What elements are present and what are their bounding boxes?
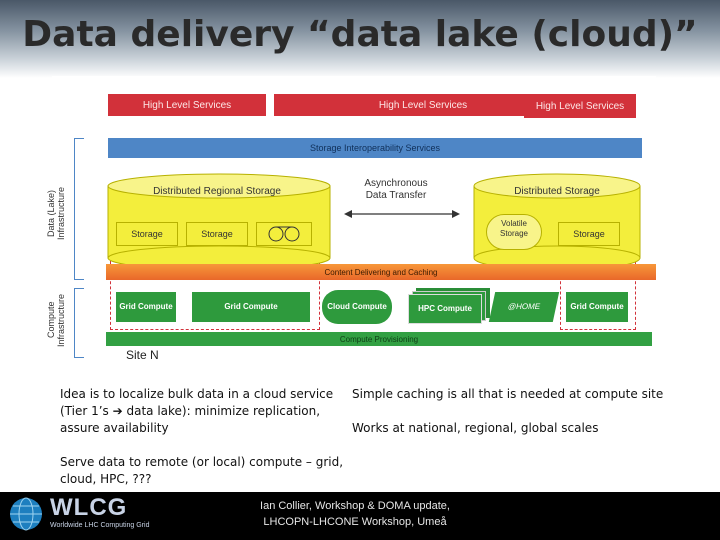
at-home-box: @HOME: [488, 292, 560, 322]
high-level-services-2: High Level Services: [274, 94, 572, 116]
compute-bracket: [74, 288, 84, 358]
distributed-storage-label: Distributed Storage: [514, 186, 600, 197]
grid-compute-box-2: Grid Compute: [192, 292, 310, 322]
async-data-transfer-label: Asynchronous Data Transfer: [364, 178, 428, 201]
footer-bar: [0, 492, 720, 540]
content-delivering-bar: Content Delivering and Caching: [106, 264, 656, 280]
data-lake-infrastructure-label: Data (Lake) Infrastructure: [46, 186, 66, 240]
data-lake-diagram: High Level Services High Level Services …: [46, 76, 656, 366]
storage-box-right: Storage: [558, 222, 620, 246]
wlcg-globe-icon: [10, 497, 42, 531]
high-level-services-1: High Level Services: [108, 94, 266, 116]
high-level-services-3: High Level Services: [524, 94, 636, 118]
site-n-label: Site N: [126, 348, 159, 362]
footer-credit: Ian Collier, Workshop & DOMA update, LHC…: [250, 498, 460, 530]
hpc-compute-box: HPC Compute: [408, 294, 482, 324]
title-banner: [0, 0, 720, 78]
grid-compute-box-1: Grid Compute: [116, 292, 176, 322]
compute-infrastructure-label: Compute Infrastructure: [46, 293, 66, 347]
double-arrow-icon: [344, 210, 460, 218]
footer-credit-line-2: LHCOPN-LHCONE Workshop, Umeå: [263, 516, 447, 528]
page-title: Data delivery “data lake (cloud)”: [22, 14, 698, 55]
volatile-storage-cloud: [486, 214, 542, 250]
distributed-regional-storage-label: Distributed Regional Storage: [153, 186, 281, 197]
tape-storage-box: [256, 222, 312, 246]
wlcg-logo-subtitle: Worldwide LHC Computing Grid: [50, 522, 150, 529]
storage-interoperability-bar: Storage Interoperability Services: [108, 138, 642, 158]
footer-credit-line-1: Ian Collier, Workshop & DOMA update,: [260, 500, 450, 512]
storage-box-left-1: Storage: [116, 222, 178, 246]
caption-right-1: Simple caching is all that is needed at …: [352, 387, 664, 401]
volatile-storage-label: Volatile Storage: [499, 219, 529, 238]
tape-reels-icon: [268, 226, 300, 242]
storage-box-left-2: Storage: [186, 222, 248, 246]
wlcg-logo-text: WLCG: [50, 494, 128, 521]
grid-compute-box-3: Grid Compute: [566, 292, 628, 322]
caption-right-2: Works at national, regional, global scal…: [352, 421, 599, 435]
cloud-compute-box: Cloud Compute: [322, 290, 392, 324]
data-lake-bracket: [74, 138, 84, 280]
caption-left-2: Serve data to remote (or local) compute …: [60, 455, 344, 486]
caption-left-1: Idea is to localize bulk data in a cloud…: [60, 387, 334, 435]
compute-provisioning-bar: Compute Provisioning: [106, 332, 652, 346]
